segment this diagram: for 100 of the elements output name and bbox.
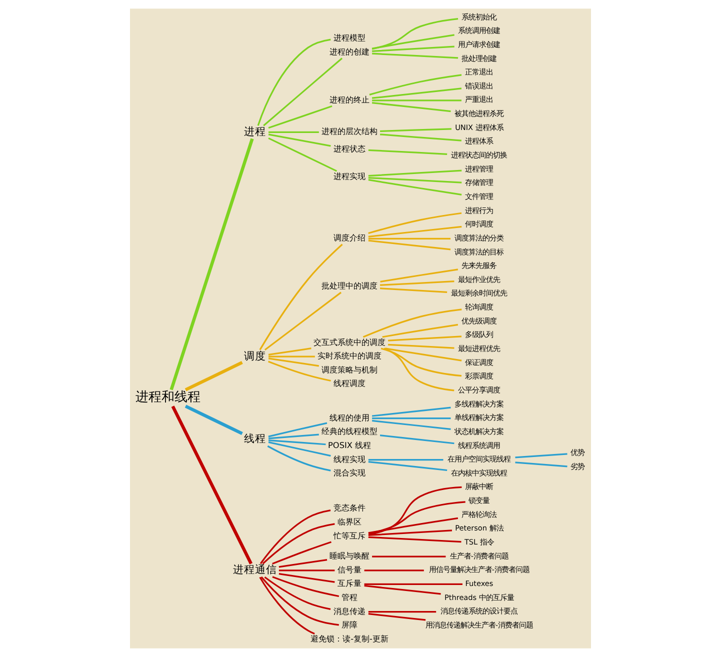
node-text: 睡眠与唤醒	[329, 550, 370, 561]
node-text: 调度算法的分类	[454, 233, 504, 242]
node-text: 管程	[341, 592, 358, 602]
node-text: 文件管理	[464, 192, 493, 201]
node-text: 被其他进程杀死	[454, 109, 504, 118]
connector	[278, 573, 334, 583]
connector	[384, 348, 462, 362]
node-text: 优先级调度	[461, 316, 496, 326]
connector	[266, 445, 330, 472]
connector	[267, 360, 330, 382]
node-text: 进程的终止	[329, 94, 370, 104]
node-text: 用消息传递解决生产者-消费者问题	[424, 620, 533, 630]
connector	[260, 576, 338, 626]
connector	[514, 462, 567, 468]
connector	[262, 58, 342, 126]
connector	[379, 134, 461, 142]
node-text: 信号量	[337, 564, 362, 574]
node-text: 多线程解决方案	[454, 399, 504, 408]
node-text: Pthreads 中的互斥量	[444, 592, 514, 602]
node-text: 进程通信	[232, 564, 277, 576]
node-text: 互斥量	[337, 578, 362, 588]
connector	[380, 280, 454, 286]
connector	[278, 570, 334, 572]
node-text: 线程的使用	[329, 412, 370, 422]
node-text: 批处理创建	[461, 54, 496, 63]
connector	[372, 46, 454, 52]
node-text: 进程行为	[464, 206, 493, 215]
node-text: 生产者-消费者问题	[449, 551, 508, 560]
connector	[371, 420, 450, 430]
node-text: 消息传递系统的设计要点	[440, 606, 518, 616]
connector	[368, 613, 426, 621]
connector	[368, 149, 447, 155]
connector	[371, 406, 450, 417]
node-text: 最短作业优先	[458, 274, 500, 284]
connector	[184, 361, 242, 392]
connector	[362, 308, 462, 338]
node-text: 线程实现	[333, 454, 366, 464]
connector	[272, 541, 331, 565]
connector	[268, 440, 326, 446]
node-text: 进程的层次结构	[321, 126, 378, 136]
node-text: 批处理中的调度	[321, 280, 378, 291]
connector	[372, 418, 450, 420]
connector	[368, 170, 462, 177]
node-text: 调度	[244, 350, 266, 362]
connector	[268, 137, 337, 172]
connector	[368, 212, 462, 234]
connector	[272, 576, 339, 598]
node-text: 状态机解决方案	[454, 426, 504, 436]
connector	[170, 406, 252, 564]
connector	[268, 131, 318, 133]
node-text: 竞态条件	[333, 502, 366, 513]
node-text: 用户请求创建	[458, 40, 500, 49]
connector	[380, 348, 462, 377]
node-text: 忙等互斥	[333, 530, 366, 540]
connector	[268, 356, 314, 358]
connector	[258, 244, 342, 350]
node-text: 调度算法的目标	[454, 247, 504, 256]
connector	[259, 510, 330, 564]
node-text: 锁变量	[468, 496, 490, 506]
connector	[268, 348, 311, 356]
connector	[169, 138, 254, 390]
node-text: 交互式系统中的调度	[313, 336, 386, 347]
node-text: Peterson 解法	[454, 524, 503, 533]
connector	[383, 348, 454, 392]
connector	[368, 517, 458, 534]
node-text: 调度策略与机制	[321, 364, 378, 374]
node-text: 严重退出	[464, 95, 493, 104]
node-text: 系统初始化	[461, 12, 496, 22]
node-text: 严格轮询法	[461, 510, 496, 519]
connector	[379, 434, 454, 444]
node-text: 临界区	[337, 516, 362, 526]
connector	[380, 128, 451, 132]
node-text: 保证调度	[464, 358, 493, 367]
connector	[364, 570, 424, 572]
node-text: UNIX 进程体系	[454, 122, 503, 132]
connector	[368, 179, 462, 196]
node-text: 存储管理	[464, 178, 493, 188]
node-text: 进程模型	[333, 32, 366, 43]
node-text: 用信号量解决生产者-消费者问题	[428, 565, 530, 574]
connector	[380, 268, 458, 282]
node-text: 进程管理	[464, 164, 493, 174]
node-text: 屏障	[341, 620, 358, 630]
connector	[364, 584, 440, 595]
node-text: 进程	[244, 126, 266, 138]
node-text: 系统调用创建	[458, 26, 500, 36]
connector	[514, 453, 567, 458]
connector	[262, 523, 334, 564]
connector	[380, 288, 447, 293]
node-text: 最短剩余时间优先	[450, 288, 507, 298]
node-text: 在用户空间实现线程	[447, 454, 510, 464]
node-text: 经典的线程模型	[321, 426, 378, 436]
node-text: 错误退出	[464, 81, 493, 90]
node-text: 线程调度	[333, 378, 366, 388]
node-text: 彩票调度	[464, 372, 493, 381]
node-text: 调度介绍	[333, 232, 366, 243]
node-text: 避免锁：读-复制-更新	[310, 634, 388, 644]
node-text: 实时系统中的调度	[317, 350, 382, 361]
node-text: 单线程解决方案	[454, 413, 504, 422]
node-text: 何时调度	[464, 220, 493, 229]
node-text: 进程实现	[333, 170, 366, 181]
